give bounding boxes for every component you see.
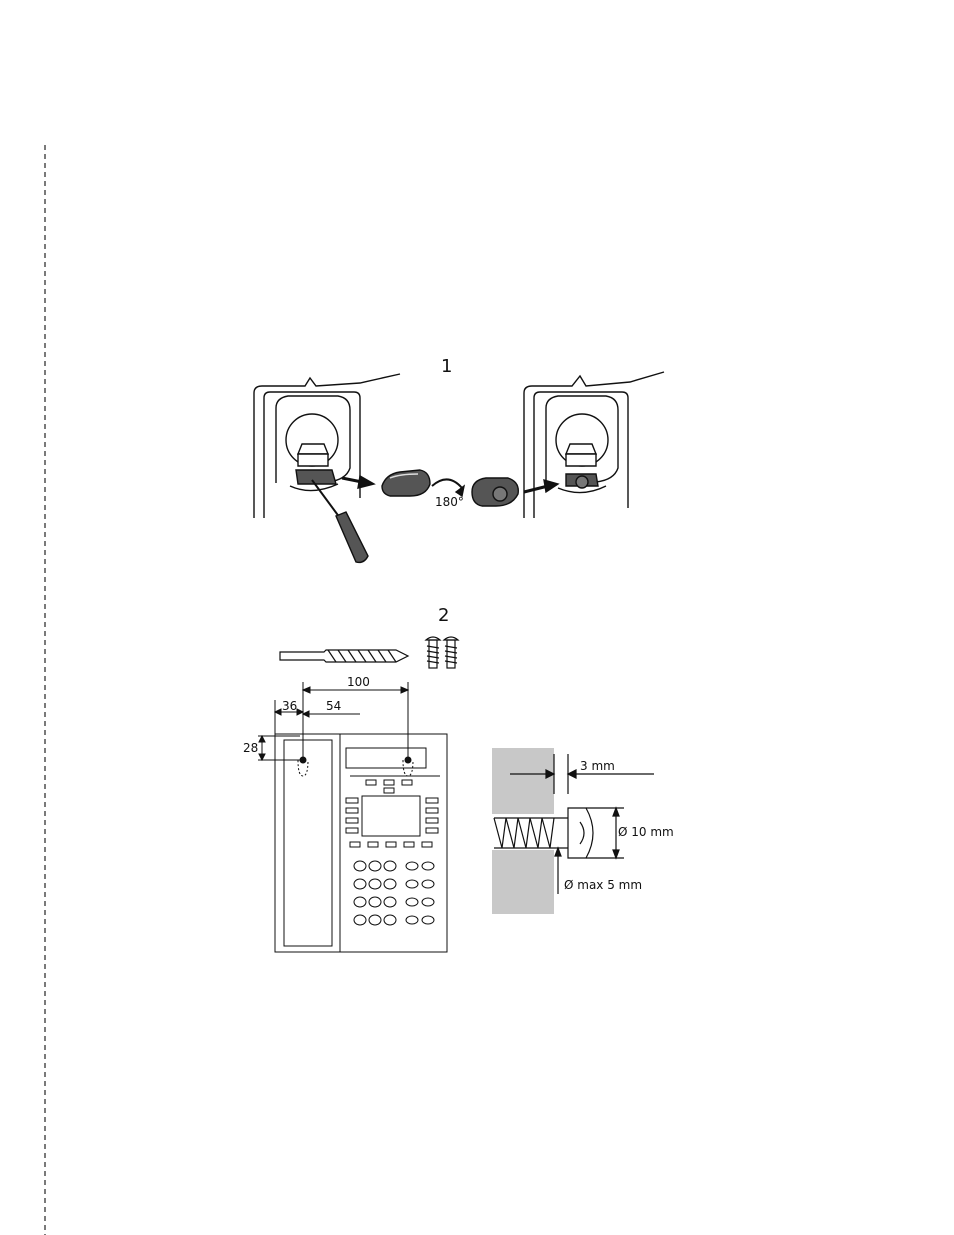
step-2-number: 2 (438, 605, 449, 626)
screw-icon (426, 637, 440, 668)
screw-wall-detail: 3 mm Ø 10 mm Ø max 5 mm (488, 744, 688, 919)
step-1-illustration: 180° (250, 368, 670, 578)
dimension-28: 28 (243, 741, 258, 755)
drill-and-screws (276, 632, 466, 672)
head-diameter-label: Ø 10 mm (618, 825, 674, 839)
cut-line (40, 145, 50, 1235)
phone-front-dimensions: 100 36 54 28 (240, 672, 460, 957)
dimension-100: 100 (347, 675, 370, 689)
head-gap-label: 3 mm (580, 759, 615, 773)
rotation-label: 180° (435, 495, 464, 509)
dimension-54: 54 (326, 699, 341, 713)
shaft-diameter-label: Ø max 5 mm (564, 878, 642, 892)
dimension-36: 36 (282, 699, 297, 713)
screw-icon (444, 637, 458, 668)
